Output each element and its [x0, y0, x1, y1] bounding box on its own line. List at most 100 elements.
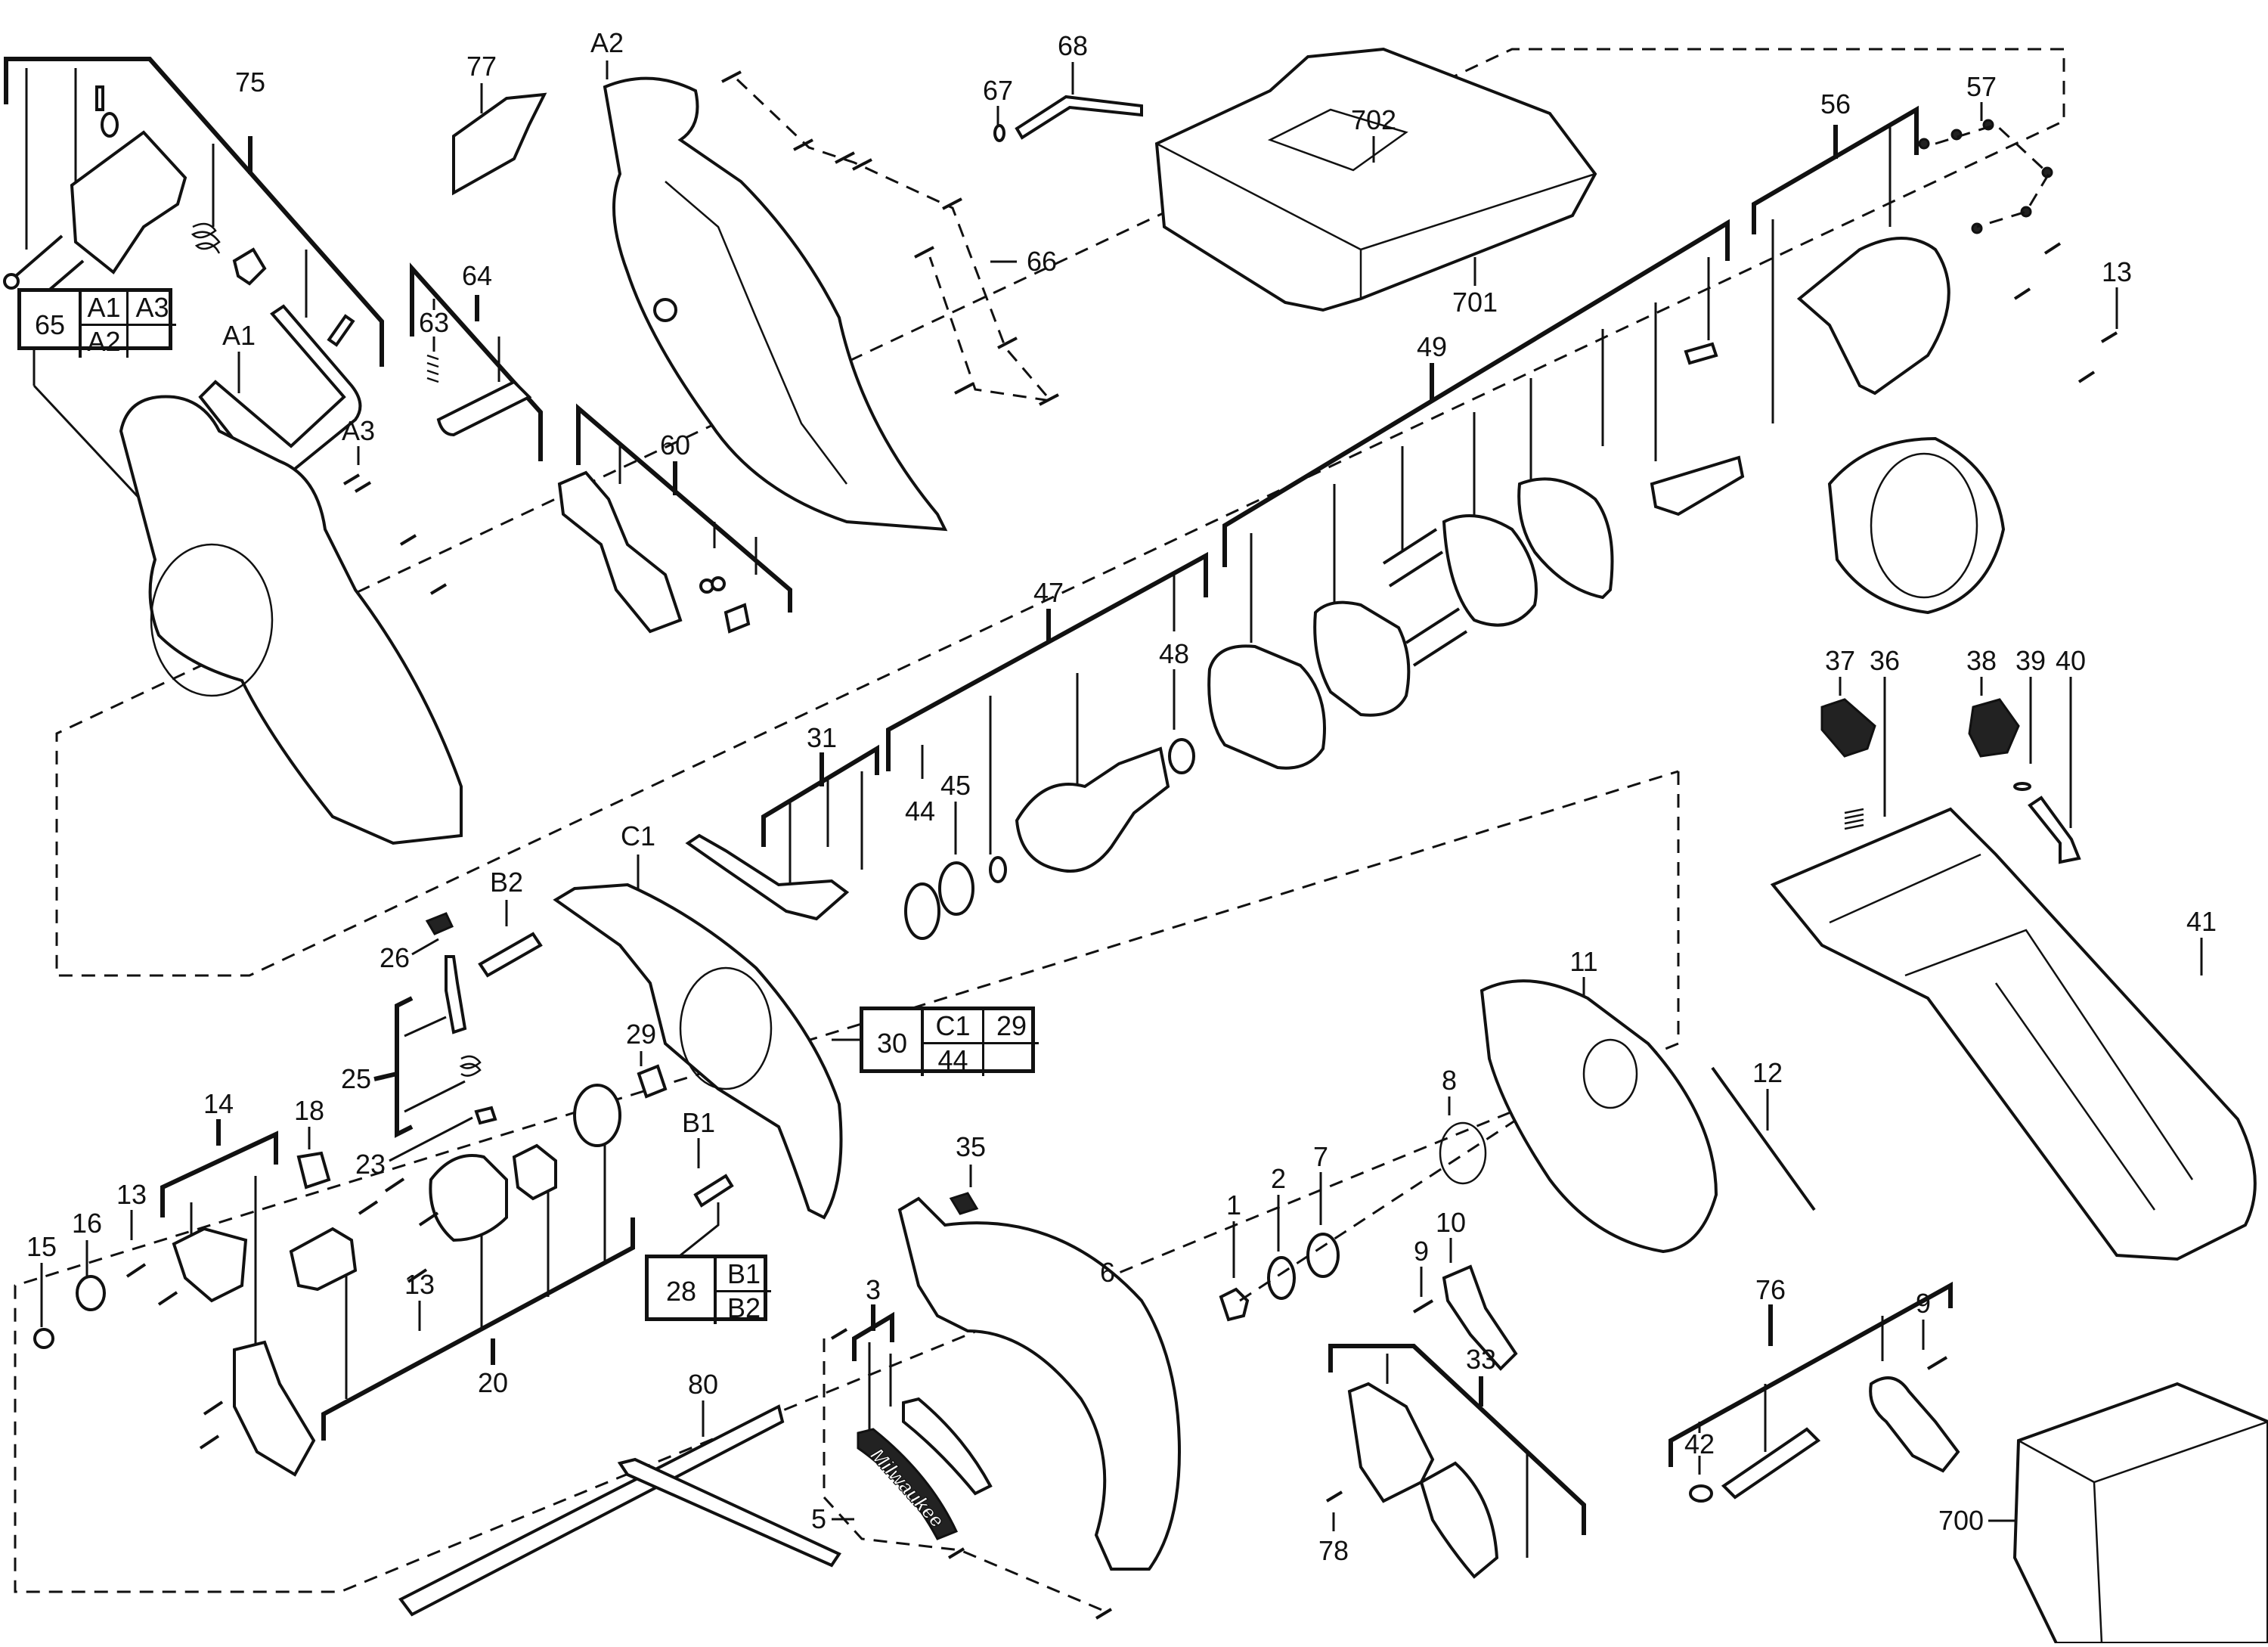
ref-table-28: 28 B1 B2 — [645, 1255, 771, 1324]
part-label-5: 5 — [810, 1503, 827, 1534]
part-label-25: 25 — [340, 1063, 372, 1094]
bracket-14 — [160, 1131, 278, 1217]
ref-table-28-cell: B1 — [717, 1258, 771, 1292]
bracket-20 — [321, 1217, 635, 1441]
part-label-2: 2 — [1270, 1163, 1287, 1194]
base-plate-41 — [1770, 807, 2257, 1261]
ref-table-65-cell: A3 — [129, 292, 176, 326]
part-label-14: 14 — [203, 1088, 234, 1119]
armature — [1015, 746, 1170, 873]
ref-table-65: 65 A1 A3 A2 — [17, 288, 176, 358]
motor-cover — [1796, 237, 1950, 395]
ref-table-65-cell: A2 — [82, 326, 129, 358]
part-label-A2: A2 — [590, 27, 624, 58]
dust-chute — [1347, 1382, 1435, 1503]
part-label-3: 3 — [865, 1274, 881, 1305]
bearing-45 — [938, 861, 974, 916]
leader-25-lever — [404, 1016, 447, 1038]
screw-head — [3, 273, 20, 290]
flange-7 — [1306, 1233, 1340, 1278]
leader-28 — [680, 1202, 720, 1257]
gearbox-housing-c1 — [553, 882, 843, 1220]
leader-26 — [411, 938, 439, 956]
leader-65-diag — [33, 384, 145, 504]
knob-38 — [1968, 698, 2020, 758]
part-label-67: 67 — [982, 75, 1014, 106]
screws-57-path — [1935, 123, 2050, 228]
stator — [1207, 644, 1326, 770]
spring — [191, 222, 221, 254]
housing-a2 — [603, 76, 948, 532]
part-label-44: 44 — [904, 796, 936, 827]
ref-table-30: 30 C1 29 44 — [860, 1006, 1039, 1076]
spindle — [289, 1227, 358, 1292]
part-label-77: 77 — [466, 51, 497, 82]
o-ring — [101, 112, 119, 138]
nut-23 — [474, 1106, 497, 1125]
housing-a1-ring — [150, 543, 274, 697]
part-label-35: 35 — [955, 1131, 987, 1162]
housing-a2-rib — [665, 181, 847, 485]
ref-table-28-cell: B2 — [727, 1292, 761, 1323]
part-label-1: 1 — [1225, 1190, 1242, 1221]
part-label-75: 75 — [234, 67, 266, 98]
ref-table-30-cell — [984, 1044, 1039, 1076]
washer-2 — [1267, 1256, 1296, 1300]
bushing-29 — [637, 1064, 668, 1099]
ref-table-30-cell: 44 — [924, 1044, 984, 1076]
screws-5 — [830, 1328, 1113, 1620]
ref-table-65-cell — [129, 326, 176, 358]
spring-36 — [1844, 808, 1864, 830]
bearing-16 — [76, 1275, 106, 1311]
label-plate — [902, 1397, 993, 1496]
carry-case-700-edges — [2018, 1420, 2268, 1644]
part-label-49: 49 — [1416, 331, 1448, 362]
part-label-57: 57 — [1966, 71, 1997, 102]
bracket-33 — [1328, 1344, 1586, 1535]
leader-23 — [389, 1116, 473, 1162]
assembly-outline-upper — [55, 48, 2065, 977]
bracket-49 — [1222, 219, 1730, 567]
part-label-701: 701 — [1452, 287, 1498, 318]
part-label-15: 15 — [26, 1231, 57, 1262]
screw-15 — [33, 1328, 54, 1349]
circlip — [989, 856, 1007, 883]
bearing-flange — [429, 1154, 508, 1242]
carry-case-702-handle — [1267, 108, 1408, 172]
lower-guard-bore — [1582, 1038, 1638, 1109]
part-label-7: 7 — [1312, 1141, 1329, 1172]
part-label-B1: B1 — [681, 1107, 716, 1138]
part-label-78: 78 — [1318, 1535, 1349, 1566]
bracket-76 — [1668, 1281, 1953, 1467]
part-label-39: 39 — [2015, 645, 2046, 676]
washer-39 — [2013, 782, 2031, 791]
part-label-48: 48 — [1158, 638, 1190, 669]
leader-25 — [373, 1072, 398, 1081]
trigger-switch — [557, 470, 683, 634]
part-label-10: 10 — [1435, 1207, 1467, 1238]
pin — [95, 85, 104, 111]
part-label-31: 31 — [806, 722, 838, 753]
carry-case-701 — [1154, 47, 1597, 312]
part-label-A3: A3 — [341, 415, 376, 446]
handle-cap — [232, 247, 267, 286]
bracket-75 — [4, 57, 384, 367]
wrench — [1869, 1376, 1960, 1473]
part-label-63: 63 — [418, 307, 450, 338]
knob-26 — [425, 912, 454, 935]
screw-9 — [1412, 1299, 1434, 1314]
part-label-12: 12 — [1752, 1057, 1783, 1088]
lower-guard-11 — [1479, 979, 1718, 1254]
spring-25 — [459, 1055, 482, 1077]
screw — [10, 234, 64, 281]
tab — [1684, 342, 1718, 365]
pin-b2 — [478, 932, 543, 978]
bolt-40 — [2028, 796, 2081, 864]
screw-78 — [1325, 1490, 1343, 1503]
switch-clip — [723, 603, 751, 634]
lock-lever — [685, 833, 850, 921]
part-label-A1: A1 — [222, 320, 256, 351]
part-label-64: 64 — [461, 260, 493, 291]
